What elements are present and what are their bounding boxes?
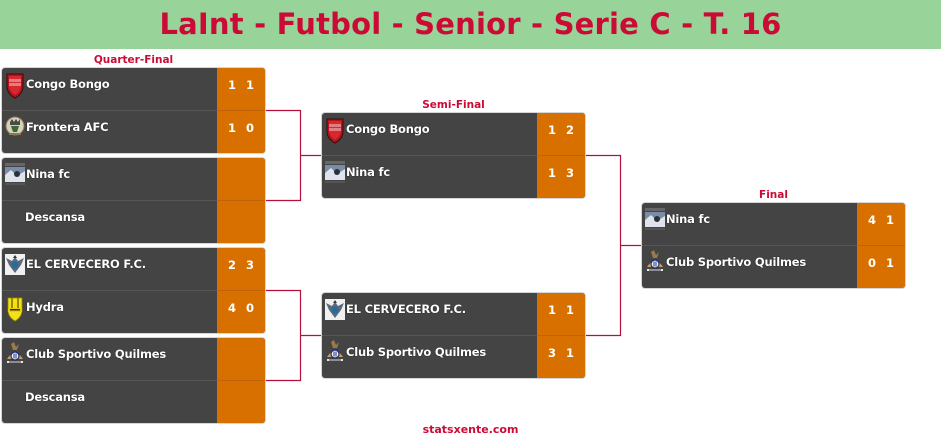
score-leg-2: 1	[245, 78, 254, 92]
score-cell: 4 1	[857, 203, 905, 245]
round-label-semi-final: Semi-Final	[422, 99, 485, 111]
score-cell: 4 0	[217, 290, 265, 333]
score-leg-1: 1	[547, 123, 556, 137]
score-cell	[217, 200, 265, 243]
score-cell: 1 1	[537, 293, 585, 335]
frontera-afc-crest-icon	[5, 114, 25, 142]
team-row[interactable]: Nina fc 4 1	[642, 203, 905, 245]
score-leg-2: 2	[565, 123, 574, 137]
score-cell: 1 0	[217, 110, 265, 153]
footer-site-link[interactable]: statsxente.com	[422, 423, 519, 436]
match-card-qf-1[interactable]: Congo Bongo 1 1 Frontera AFC 1 0	[2, 68, 265, 153]
score-cell: 1 2	[537, 113, 585, 155]
team-row[interactable]: EL CERVECERO F.C. 2 3	[2, 248, 265, 290]
team-name[interactable]: Frontera AFC	[26, 120, 109, 134]
score-leg-1: 1	[547, 166, 556, 180]
team-name[interactable]: Club Sportivo Quilmes	[666, 255, 807, 269]
team-name[interactable]: Nina fc	[666, 212, 710, 226]
team-name[interactable]: Nina fc	[346, 165, 390, 179]
team-row[interactable]: Hydra 4 0	[2, 290, 265, 333]
bye-label: Descansa	[25, 390, 85, 404]
score-leg-1: 1	[227, 78, 236, 92]
el-cervecero-eagle-crest-icon	[5, 251, 25, 279]
team-row[interactable]: Club Sportivo Quilmes 0 1	[642, 245, 905, 288]
score-cell: 1 3	[537, 155, 585, 198]
team-name[interactable]: Congo Bongo	[346, 122, 430, 136]
score-leg-2: 1	[885, 256, 894, 270]
score-cell: 2 3	[217, 248, 265, 290]
score-cell: 0 1	[857, 245, 905, 288]
match-card-qf-2[interactable]: Nina fc Descansa	[2, 158, 265, 243]
score-leg-2: 1	[565, 346, 574, 360]
team-row[interactable]: Congo Bongo 1 1	[2, 68, 265, 110]
round-label-final: Final	[759, 189, 788, 201]
score-leg-1: 1	[227, 121, 236, 135]
team-row[interactable]: Club Sportivo Quilmes	[2, 338, 265, 380]
score-leg-1: 4	[867, 213, 876, 227]
team-row[interactable]: Congo Bongo 1 2	[322, 113, 585, 155]
score-leg-1: 2	[227, 258, 236, 272]
quilmes-crest-icon	[5, 341, 25, 369]
congo-bongo-shield-icon	[5, 71, 25, 99]
score-cell	[217, 338, 265, 380]
score-leg-1: 3	[547, 346, 556, 360]
team-name[interactable]: Club Sportivo Quilmes	[26, 347, 167, 361]
match-card-qf-3[interactable]: EL CERVECERO F.C. 2 3 Hydra 4 0	[2, 248, 265, 333]
match-card-sf-2[interactable]: EL CERVECERO F.C. 1 1 Club Sportivo Quil…	[322, 293, 585, 378]
team-row[interactable]: Frontera AFC 1 0	[2, 110, 265, 153]
hydra-shield-icon	[5, 294, 25, 322]
bye-label: Descansa	[25, 210, 85, 224]
score-leg-2: 1	[565, 303, 574, 317]
score-cell: 1 1	[217, 68, 265, 110]
nina-fc-photo-icon	[645, 206, 665, 234]
match-card-qf-4[interactable]: Club Sportivo Quilmes Descansa	[2, 338, 265, 423]
connector-sf1-sf2-to-final	[585, 154, 622, 337]
score-leg-2: 3	[565, 166, 574, 180]
team-name[interactable]: EL CERVECERO F.C.	[26, 257, 146, 271]
team-row[interactable]: Club Sportivo Quilmes 3 1	[322, 335, 585, 378]
score-leg-2: 1	[885, 213, 894, 227]
page-title: LaInt - Futbol - Senior - Serie C - T. 1…	[159, 7, 782, 41]
score-leg-1: 0	[867, 256, 876, 270]
quilmes-crest-icon	[325, 339, 345, 367]
connector-qf3-qf4-to-sf2	[265, 289, 302, 382]
round-label-quarter-final: Quarter-Final	[93, 54, 174, 66]
score-leg-1: 1	[547, 303, 556, 317]
team-name[interactable]: Congo Bongo	[26, 77, 110, 91]
score-cell	[217, 380, 265, 423]
quilmes-crest-icon	[645, 249, 665, 277]
header-bar	[0, 0, 941, 49]
el-cervecero-eagle-crest-icon	[325, 296, 345, 324]
team-name[interactable]: Nina fc	[26, 167, 70, 181]
team-name[interactable]: EL CERVECERO F.C.	[346, 302, 466, 316]
connector-qf1-qf2-to-sf1	[265, 109, 302, 202]
score-leg-2: 0	[245, 301, 254, 315]
team-row-bye: Descansa	[2, 380, 265, 423]
match-card-sf-1[interactable]: Congo Bongo 1 2 Nina fc 1 3	[322, 113, 585, 198]
score-cell	[217, 158, 265, 200]
congo-bongo-shield-icon	[325, 116, 345, 144]
score-leg-1: 4	[227, 301, 236, 315]
team-name[interactable]: Club Sportivo Quilmes	[346, 345, 487, 359]
score-leg-2: 3	[245, 258, 254, 272]
team-row[interactable]: Nina fc 1 3	[322, 155, 585, 198]
nina-fc-photo-icon	[5, 161, 25, 189]
nina-fc-photo-icon	[325, 159, 345, 187]
team-name[interactable]: Hydra	[26, 300, 64, 314]
score-cell: 3 1	[537, 335, 585, 378]
team-row-bye: Descansa	[2, 200, 265, 243]
team-row[interactable]: EL CERVECERO F.C. 1 1	[322, 293, 585, 335]
score-leg-2: 0	[245, 121, 254, 135]
team-row[interactable]: Nina fc	[2, 158, 265, 200]
match-card-final[interactable]: Nina fc 4 1 Club Sportivo Quilmes 0 1	[642, 203, 905, 288]
